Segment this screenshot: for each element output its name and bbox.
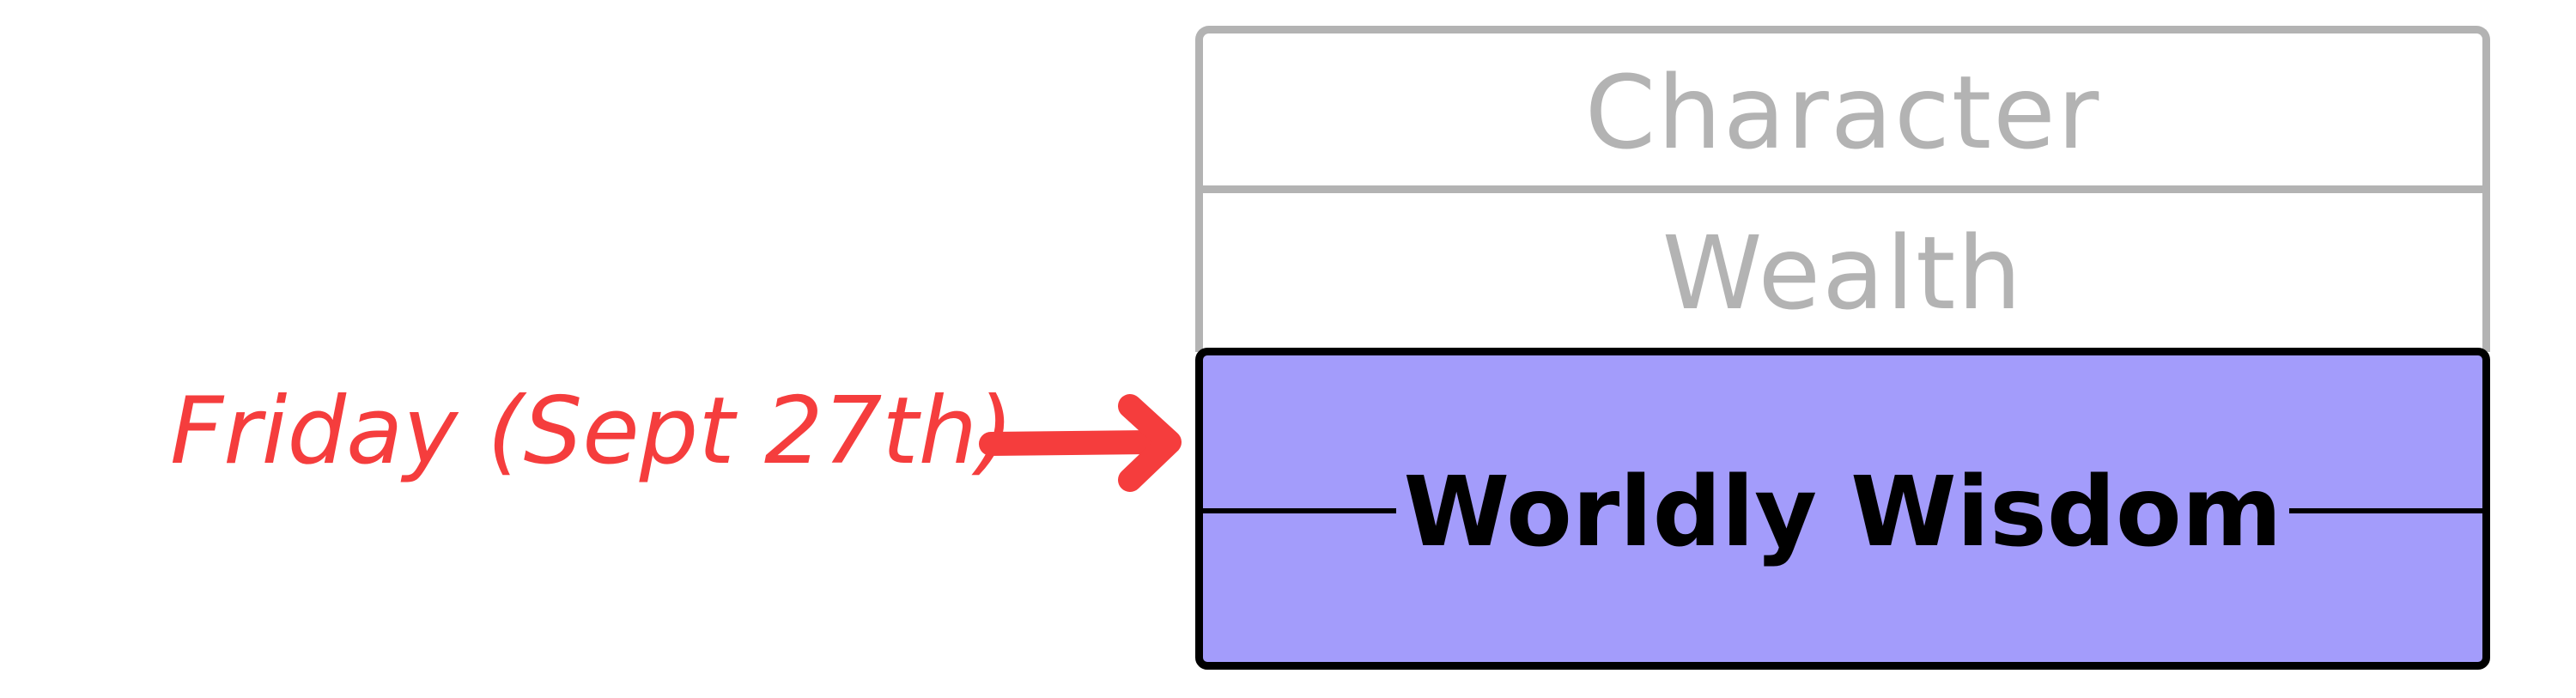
layer-stack: Character Wealth Worldly Wisdom — [1195, 26, 2490, 670]
layer-worldly-wisdom: Worldly Wisdom — [1195, 348, 2490, 670]
layer-wealth: Wealth — [1195, 185, 2490, 352]
layer-worldly-wisdom-label: Worldly Wisdom — [1396, 456, 2289, 568]
layer-character-label: Character — [1584, 52, 2101, 172]
pointer-arrow-icon — [979, 394, 1182, 492]
layer-wealth-label: Wealth — [1662, 213, 2024, 332]
pointer-arrow-shaft — [979, 430, 1163, 456]
pointer-date-label: Friday (Sept 27th) — [170, 378, 1014, 485]
layer-character: Character — [1195, 26, 2490, 191]
pointer-arrow-head — [1118, 394, 1182, 492]
